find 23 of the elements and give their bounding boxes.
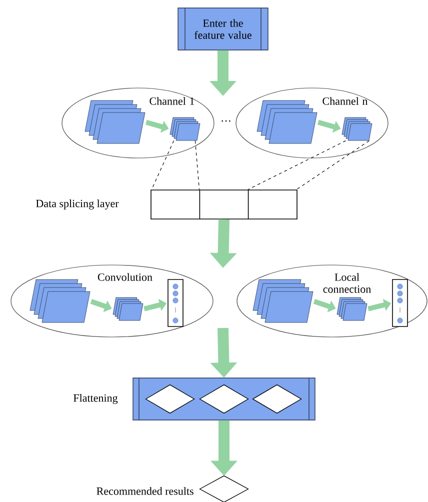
diamond bbox=[145, 384, 195, 414]
layer-stack bbox=[342, 117, 372, 141]
layer-stack bbox=[252, 279, 314, 323]
diamond bbox=[199, 384, 249, 414]
input-box: Enter the feature value bbox=[178, 8, 268, 50]
node-label: Flattening bbox=[74, 394, 118, 404]
ellipsis: … bbox=[222, 120, 230, 122]
layer-stack bbox=[84, 100, 146, 144]
layer-stack bbox=[336, 297, 368, 321]
diamond bbox=[252, 384, 302, 414]
vector-column bbox=[392, 279, 408, 327]
node-label: Recommended results bbox=[96, 487, 194, 495]
dashed-line bbox=[151, 140, 174, 190]
layer-stack bbox=[170, 117, 200, 141]
dashed-line bbox=[248, 140, 346, 190]
layer-stack bbox=[112, 297, 144, 321]
dashed-line bbox=[296, 140, 370, 190]
dashed-line bbox=[194, 140, 200, 190]
node-label: Data splicing layer bbox=[36, 200, 119, 210]
layer-stack bbox=[30, 279, 90, 323]
layer-stack bbox=[256, 100, 318, 144]
layer-box: Data splicing layer bbox=[36, 190, 298, 220]
vector-column bbox=[168, 279, 184, 327]
